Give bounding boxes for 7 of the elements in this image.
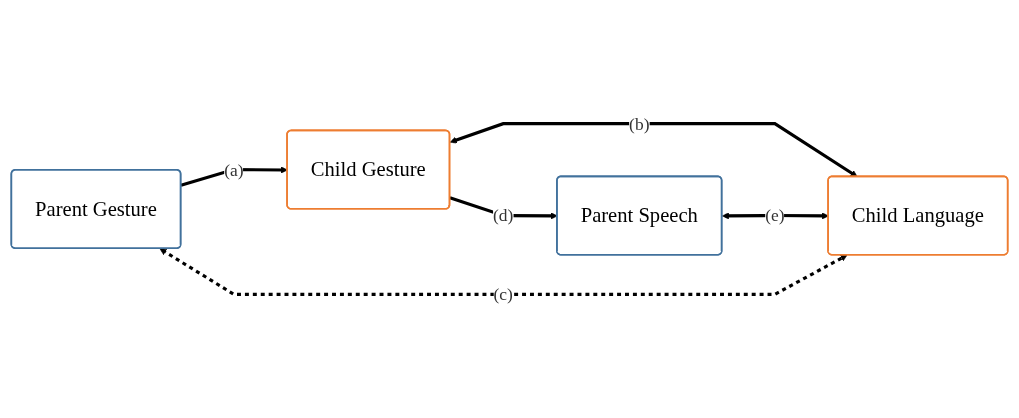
arrow [449,122,858,178]
edge-label: (d) [493,205,514,226]
edge-label: (c) [493,284,513,305]
edge-label: (a) [224,159,244,180]
arrow [159,248,848,296]
edge-label: (b) [629,113,650,134]
edge-label: (e) [765,205,785,226]
